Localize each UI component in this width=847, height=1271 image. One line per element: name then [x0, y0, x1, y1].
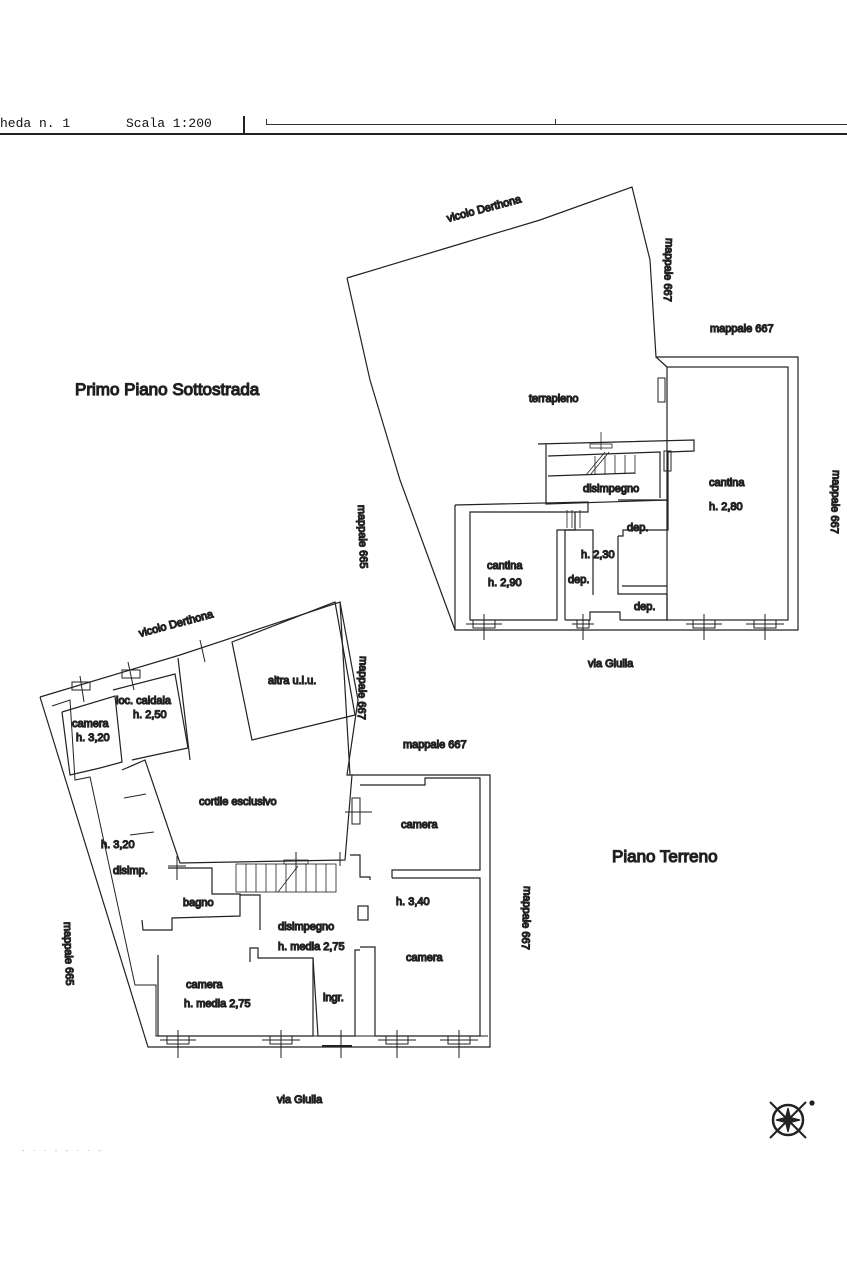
- room-label: camera: [406, 952, 444, 964]
- room-label: camera: [72, 718, 110, 730]
- room-label: terrapieno: [529, 393, 579, 405]
- room-label: bagno: [183, 897, 214, 909]
- basement-plan-title: Primo Piano Sottostrada: [75, 380, 260, 399]
- street-label-bottom: via Giulia: [277, 1094, 323, 1106]
- room-height: h. 3,40: [396, 896, 430, 908]
- room-label: cantina: [487, 560, 523, 572]
- neighbor-label: mappale 667: [710, 323, 774, 335]
- neighbor-label: mappale 667: [519, 886, 533, 950]
- ground-stairs: [235, 859, 337, 893]
- room-camera-right-bottom: [360, 877, 481, 1037]
- ground-openings: [71, 639, 478, 1058]
- street-label-top: vicolo Derthona: [138, 608, 216, 640]
- basement-lot-outline: [346, 186, 799, 631]
- room-label: disimpegno: [583, 483, 639, 495]
- north-compass-icon: [769, 1100, 815, 1139]
- room-camera-topleft: [61, 695, 123, 776]
- scale-bar-tick: [555, 119, 556, 125]
- basement-stairs: [585, 432, 636, 476]
- room-height: h. media 2,75: [184, 998, 251, 1010]
- room-camera-bottomleft: [157, 947, 314, 1037]
- room-cantina-right: [666, 366, 789, 621]
- neighbor-label: mappale 665: [61, 922, 75, 986]
- room-height: h. 3,20: [76, 732, 110, 744]
- neighbor-label: mappale 665: [355, 505, 369, 569]
- room-label: disimpegno: [278, 921, 334, 933]
- room-label: loc. caldaia: [116, 695, 172, 707]
- ground-lot-outline: [39, 601, 491, 1048]
- scale-bar: [266, 124, 847, 125]
- room-label: cantina: [709, 477, 745, 489]
- neighbor-label: mappale 667: [661, 238, 675, 302]
- room-label: ingr.: [323, 992, 344, 1004]
- ground-plan: Piano Terreno vicolo Derthona mappale 66…: [39, 601, 718, 1107]
- room-label: dep.: [634, 601, 655, 613]
- room-entrance: [312, 949, 360, 1037]
- room-disimpegno-basement: [537, 439, 695, 505]
- neighbor-label: mappale 667: [355, 656, 369, 720]
- street-label-bottom: via Giulia: [588, 658, 634, 670]
- room-height: h. 2,80: [709, 501, 743, 513]
- room-label: cortile esclusivo: [199, 796, 277, 808]
- street-label-top: vicolo Derthona: [446, 193, 524, 225]
- room-label: dep.: [568, 574, 589, 586]
- ground-plan-title: Piano Terreno: [612, 847, 718, 866]
- room-label: disimp.: [113, 865, 148, 877]
- room-height: h. 2,90: [488, 577, 522, 589]
- neighbor-label: mappale 667: [403, 739, 467, 751]
- neighbor-label: mappale 667: [828, 470, 842, 534]
- room-height: h. media 2,75: [278, 941, 345, 953]
- footer-faint-text: - · · - - · · -: [22, 1146, 104, 1155]
- room-label: altra u.i.u.: [268, 675, 316, 687]
- room-height: h. 2,30: [581, 549, 615, 561]
- room-camera-right-top: [360, 777, 481, 878]
- sheet-number: heda n. 1: [0, 116, 71, 131]
- basement-openings: [466, 377, 784, 640]
- room-label: camera: [186, 979, 224, 991]
- room-height: h. 2,50: [133, 709, 167, 721]
- scale-label: Scala 1:200: [126, 116, 212, 131]
- basement-plan: Primo Piano Sottostrada vicolo Derthona …: [74, 186, 843, 671]
- room-height: h. 3,20: [101, 839, 135, 851]
- room-label: dep.: [627, 522, 648, 534]
- header-rule: [0, 133, 847, 135]
- room-label: camera: [401, 819, 439, 831]
- scale-bar-tick: [266, 119, 267, 125]
- header-separator: [243, 116, 245, 133]
- room-other-unit: [231, 601, 356, 741]
